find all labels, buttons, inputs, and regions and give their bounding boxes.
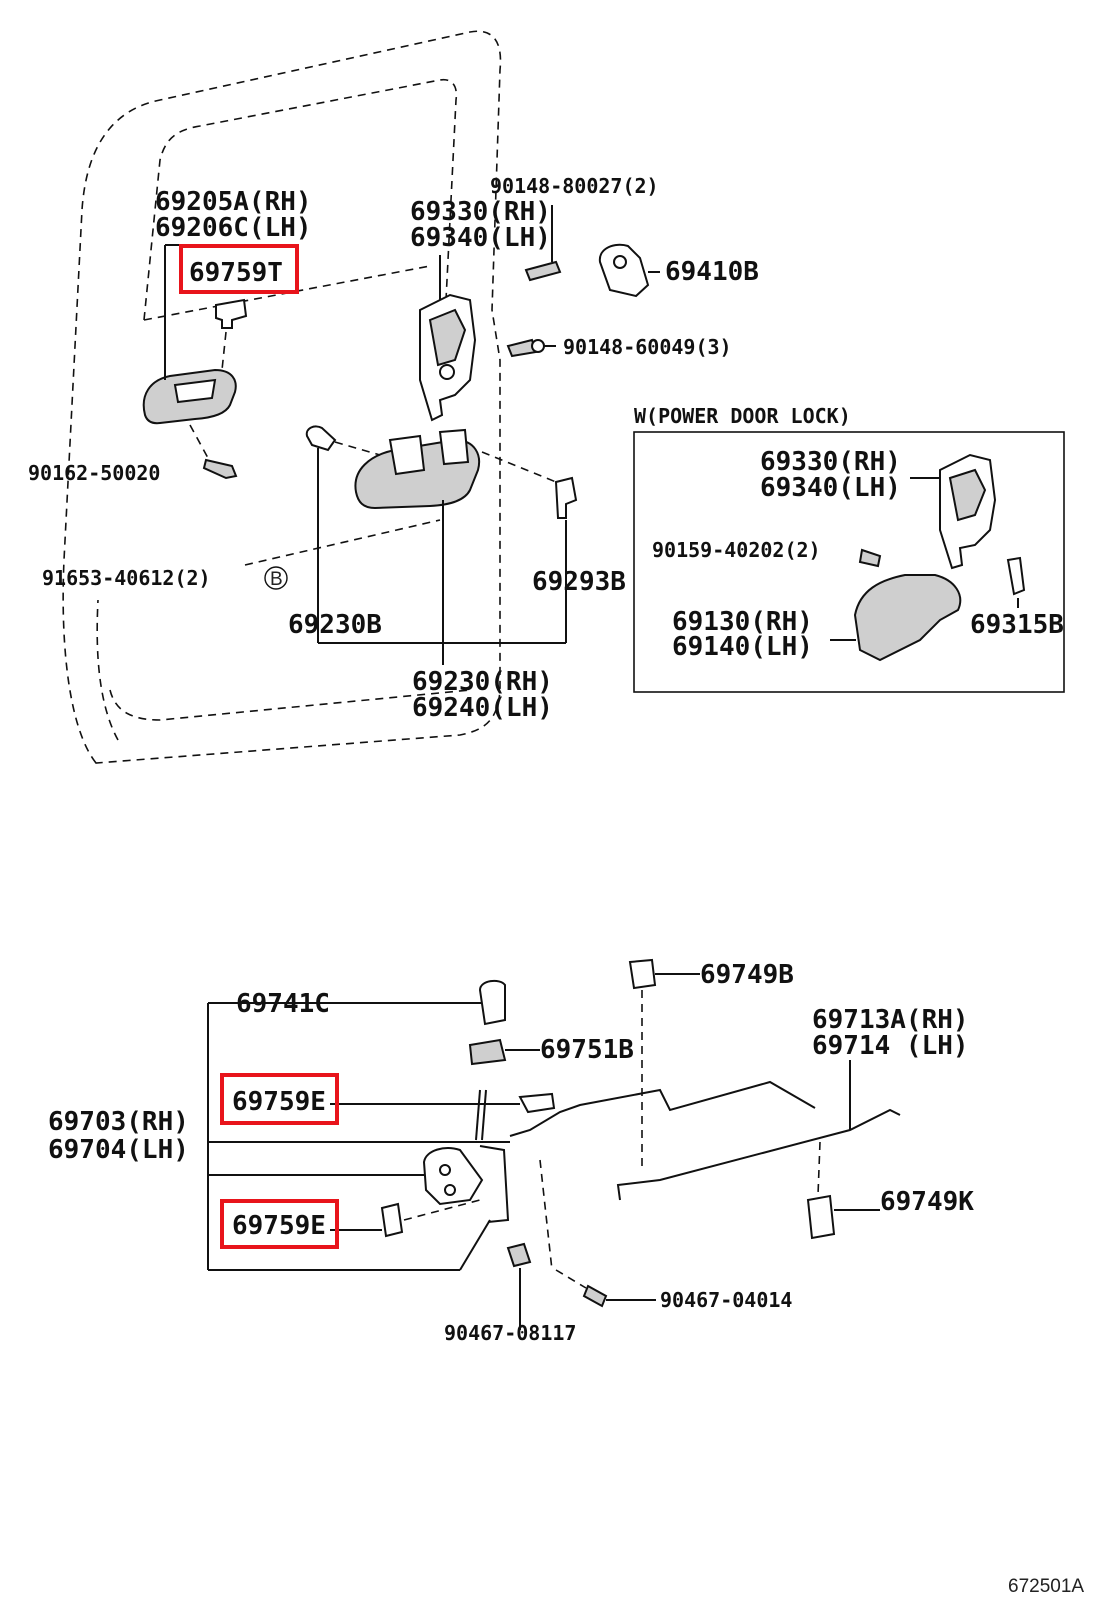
label-69340-lh-box: 69340(LH) xyxy=(760,473,901,503)
label-69759t: 69759T xyxy=(189,258,283,288)
label-power-door-lock: W(POWER DOOR LOCK) xyxy=(634,404,851,428)
label-69330-rh-top: 69330(RH) xyxy=(410,197,551,227)
label-69206c: 69206C(LH) xyxy=(155,213,312,243)
label-69751b: 69751B xyxy=(540,1035,634,1065)
striker-69410b-part xyxy=(598,243,660,298)
door-lock-part xyxy=(419,255,477,422)
inside-handle-part xyxy=(142,244,240,425)
lower-assembly xyxy=(207,958,901,1330)
label-69340-lh-top: 69340(LH) xyxy=(410,223,551,253)
label-69759e-bottom: 69759E xyxy=(232,1211,326,1241)
bolt-90148-60049-part xyxy=(506,338,556,358)
label-90159-40202: 90159-40202(2) xyxy=(652,538,821,562)
figure-number: 672501A xyxy=(1008,1576,1084,1597)
label-69749k: 69749K xyxy=(880,1187,974,1217)
label-69703-rh: 69703(RH) xyxy=(48,1107,189,1137)
label-69293b: 69293B xyxy=(532,567,626,597)
label-circle-b: B xyxy=(270,569,283,590)
label-69759e-top: 69759E xyxy=(232,1087,326,1117)
label-90162-50020: 90162-50020 xyxy=(28,461,160,485)
label-90148-60049: 90148-60049(3) xyxy=(563,335,732,359)
label-69749b: 69749B xyxy=(700,960,794,990)
label-69140-lh: 69140(LH) xyxy=(672,632,813,662)
clip-69759t-part xyxy=(215,298,248,371)
label-69410b: 69410B xyxy=(665,257,759,287)
label-69713a-rh: 69713A(RH) xyxy=(812,1005,969,1035)
highlight-box-69759t xyxy=(179,244,299,294)
label-69704-lh: 69704(LH) xyxy=(48,1135,189,1165)
power-lock-box xyxy=(633,431,1065,693)
highlight-box-69759e-top xyxy=(220,1073,339,1125)
label-91653-40612: 91653-40612(2) xyxy=(42,566,211,590)
label-69240-lh: 69240(LH) xyxy=(412,693,553,723)
label-69315b: 69315B xyxy=(970,610,1064,640)
label-69714-lh: 69714 (LH) xyxy=(812,1031,969,1061)
label-90148-80027: 90148-80027(2) xyxy=(490,174,659,198)
circle-b-marker xyxy=(264,566,288,590)
label-69230-rh: 69230(RH) xyxy=(412,667,553,697)
label-69230b: 69230B xyxy=(288,610,382,640)
rod-guide-69230b-part xyxy=(305,425,381,643)
bolt-90148-80027-part xyxy=(524,205,562,282)
label-69130-rh: 69130(RH) xyxy=(672,607,813,637)
screw-90162-part xyxy=(189,424,238,480)
label-90467-08117: 90467-08117 xyxy=(444,1321,576,1345)
label-90467-04014: 90467-04014 xyxy=(660,1288,792,1312)
outside-handle-part xyxy=(354,428,480,665)
label-69741c: 69741C xyxy=(236,989,330,1019)
rod-clip-69293b-part xyxy=(318,451,578,644)
label-69205a: 69205A(RH) xyxy=(155,187,312,217)
highlight-box-69759e-bottom xyxy=(220,1199,339,1249)
label-69330-rh-box: 69330(RH) xyxy=(760,447,901,477)
